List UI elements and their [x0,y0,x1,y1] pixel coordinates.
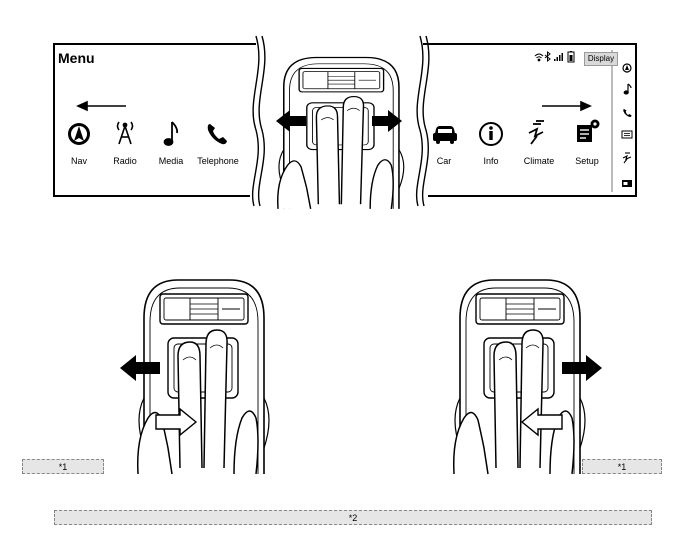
climate-label[interactable]: Climate [523,156,555,166]
phone-icon [207,124,227,145]
callout-left-1: *1 [22,459,104,474]
radio-label[interactable]: Radio [113,156,137,166]
callout-bottom-2: *2 [54,510,652,525]
callout-right-1: *1 [582,459,662,474]
phone-side-icon [623,109,632,117]
radio-tower-icon [116,121,134,145]
signal-icon [554,53,563,61]
bottom-left-push-arrow [120,355,160,381]
navigation-compass-icon [68,123,90,145]
music-note-icon [163,121,179,146]
swipe-left-arrow [76,100,126,112]
bottom-left-thumb-arrow [155,407,198,437]
bluetooth-icon [544,50,551,63]
nav-side-icon [622,63,632,73]
top-left-direction-arrow [276,110,306,132]
wifi-icon [534,53,544,62]
telephone-label[interactable]: Telephone [197,156,239,166]
bottom-right-push-arrow [562,355,602,381]
nav-label[interactable]: Nav [70,156,87,166]
info-icon [479,122,503,146]
setup-icon [577,119,600,142]
car-icon [433,126,457,144]
music-side-icon [623,83,632,95]
battery-icon [567,51,575,63]
info-side-icon [621,130,633,139]
screen-break-lines [251,35,430,207]
setup-side-icon [622,180,632,187]
display-button[interactable]: Display [584,52,618,66]
top-right-direction-arrow [372,110,402,132]
left-controller-illustration [136,279,270,475]
menu-screen-frame [53,43,637,197]
bottom-right-thumb-arrow [520,407,563,437]
climate-icon [528,120,544,145]
swipe-right-arrow [542,100,592,112]
setup-label[interactable]: Setup [575,156,599,166]
info-label[interactable]: Info [483,156,499,166]
media-label[interactable]: Media [158,156,184,166]
top-controller-illustration [277,56,405,210]
climate-side-icon [622,152,632,164]
right-controller-illustration [452,279,586,475]
menu-title: Menu [58,50,95,66]
car-label[interactable]: Car [436,156,452,166]
